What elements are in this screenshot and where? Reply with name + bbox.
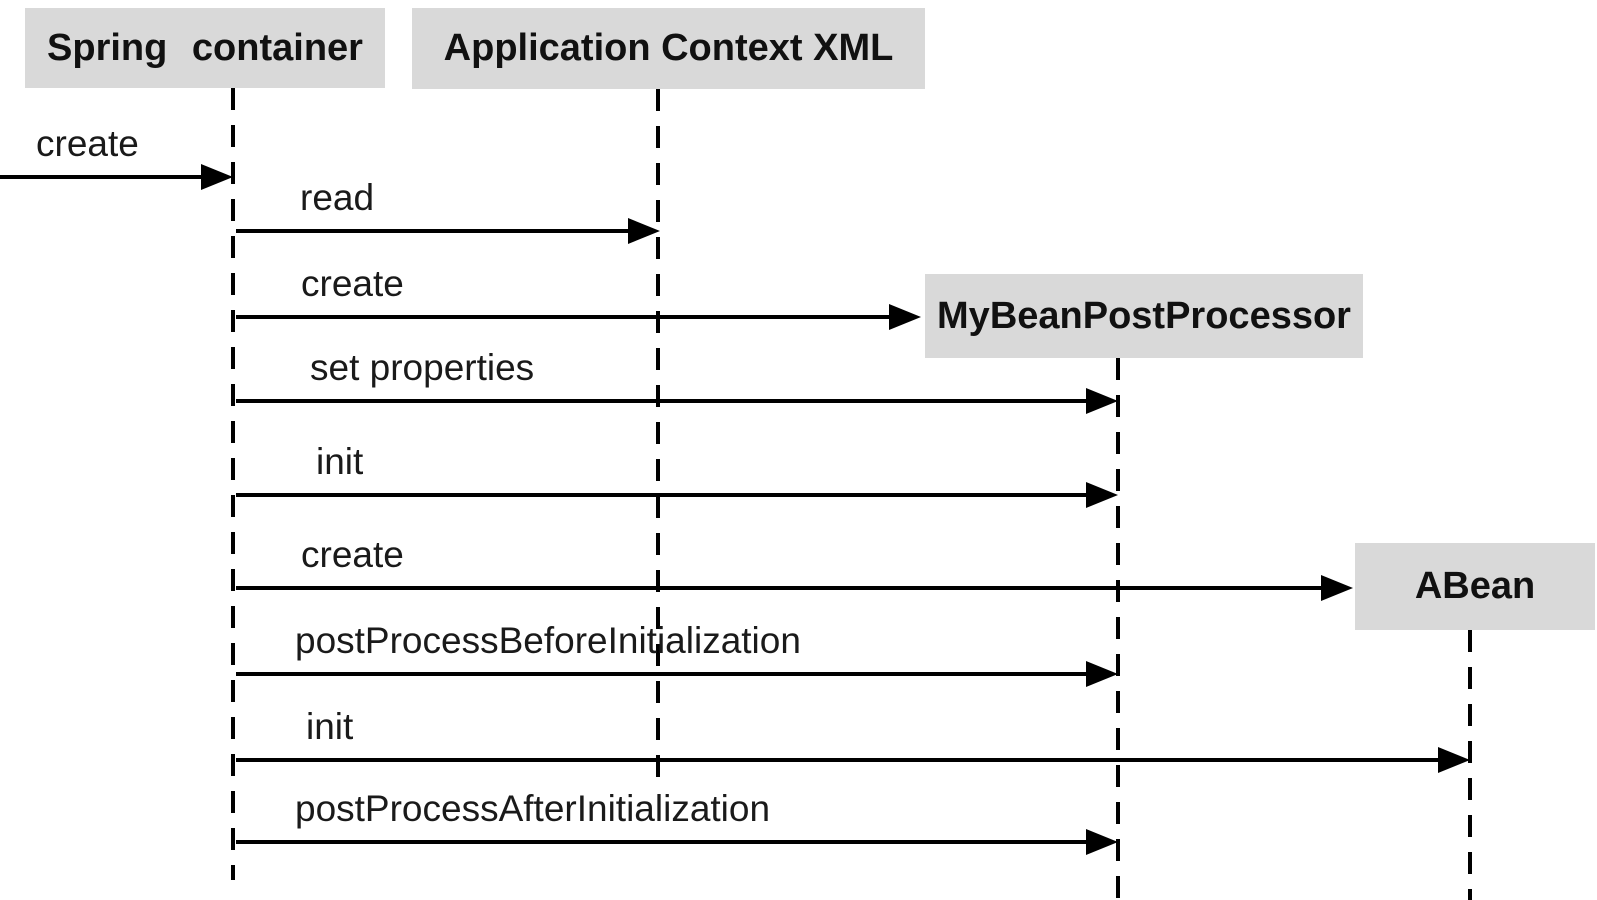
actor-label-spring-container: Spring container [47,26,363,69]
actor-label-application-context-xml: Application Context XML [443,27,894,69]
arrowhead-icon [1086,661,1118,687]
arrowhead-icon [201,164,233,190]
message-label-create-abean: create [301,534,404,575]
lifeline-application-context-xml [656,89,660,782]
arrowhead-icon [889,304,921,330]
message-arrow-create-mybeanpostprocessor [236,304,921,330]
message-label-read: read [300,177,375,218]
arrowhead-icon [1086,482,1118,508]
actor-box-abean: ABean [1355,543,1595,630]
actor-box-application-context-xml: Application Context XML [412,8,925,89]
message-arrow-postprocessbeforeinitialization [236,661,1118,687]
arrow-shaft [236,840,1090,844]
message-arrow-init-abean [236,747,1470,773]
arrowhead-icon [1321,575,1353,601]
lifeline-mybeanpostprocessor [1116,358,1120,900]
actor-box-spring-container: Spring container [25,8,385,88]
lifeline-abean [1468,630,1472,900]
message-label-init-abean: init [306,706,354,747]
lifeline-spring-container [231,88,235,880]
message-label-create-spring-container: create [36,123,139,164]
arrow-shaft [236,229,632,233]
message-label-postprocessbeforeinitialization: postProcessBeforeInitialization [295,620,801,661]
actor-label-mybeanpostprocessor: MyBeanPostProcessor [937,294,1351,337]
arrowhead-icon [628,218,660,244]
actor-box-mybeanpostprocessor: MyBeanPostProcessor [925,274,1363,358]
message-label-postprocessafterinitialization: postProcessAfterInitialization [295,788,771,829]
arrow-shaft [236,758,1442,762]
arrowhead-icon [1438,747,1470,773]
arrow-shaft [236,493,1090,497]
arrow-shaft [236,315,893,319]
arrow-shaft [236,399,1090,403]
message-label-init-mybeanpostprocessor: init [316,441,364,482]
message-arrow-postprocessafterinitialization [236,829,1118,855]
message-arrow-init-mybeanpostprocessor [236,482,1118,508]
message-label-set-properties: set properties [310,347,535,388]
arrowhead-icon [1086,829,1118,855]
arrow-shaft [0,175,205,179]
message-arrow-create-spring-container [0,164,233,190]
actor-label-abean: ABean [1414,565,1536,607]
message-arrow-read [236,218,660,244]
arrow-shaft [236,586,1325,590]
arrowhead-icon [1086,388,1118,414]
message-arrow-set-properties [236,388,1118,414]
arrow-shaft [236,672,1090,676]
message-label-create-mybeanpostprocessor: create [301,263,404,304]
message-arrow-create-abean [236,575,1353,601]
